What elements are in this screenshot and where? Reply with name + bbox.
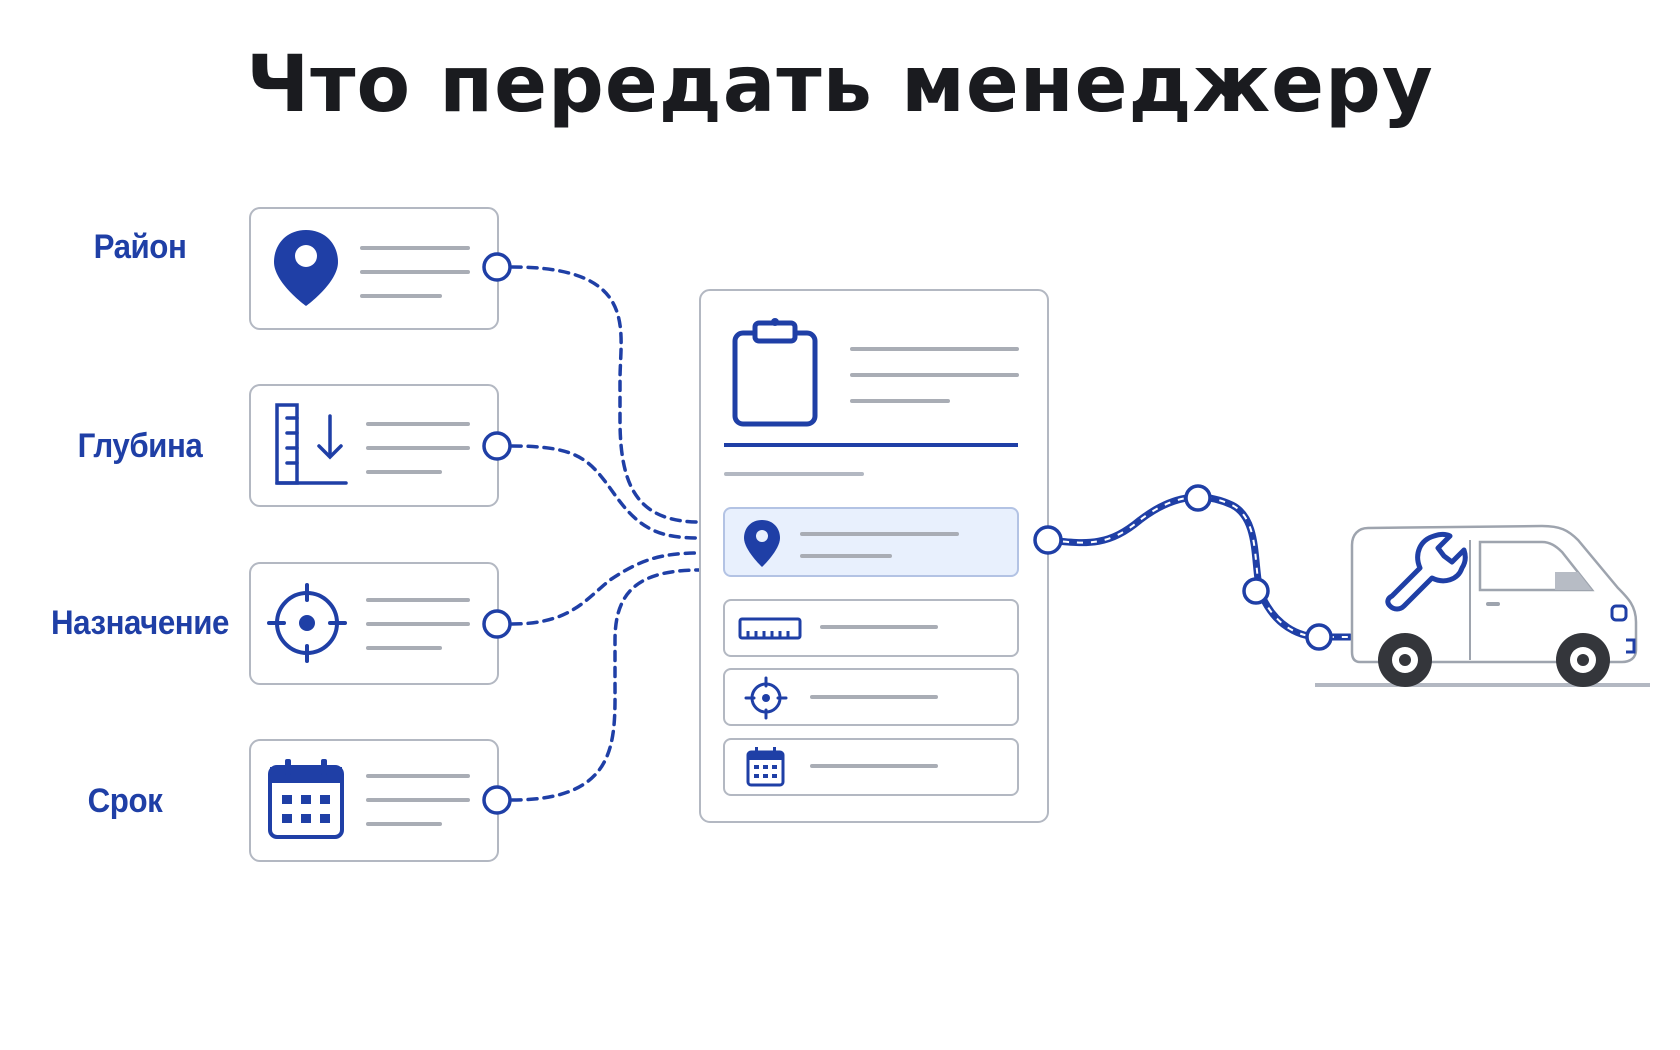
node-depth — [482, 431, 512, 461]
label-deadline: Срок — [87, 782, 163, 820]
crosshair-target-icon — [744, 676, 788, 720]
card-purpose — [249, 562, 499, 685]
route-waypoint — [1184, 484, 1212, 512]
van-front-wheel — [1556, 633, 1610, 687]
form-row-purpose — [723, 668, 1019, 726]
route-waypoint — [1305, 623, 1333, 651]
node-district — [482, 252, 512, 282]
card-depth — [249, 384, 499, 507]
label-purpose: Назначение — [51, 604, 229, 642]
van-window-shade — [1555, 572, 1592, 590]
form-row-depth — [723, 599, 1019, 657]
connector-depth — [510, 444, 702, 540]
ruler-depth-icon — [275, 403, 348, 485]
van-door-handle — [1486, 602, 1500, 606]
label-district: Район — [93, 228, 187, 266]
van-headlight — [1610, 604, 1628, 622]
map-pin-icon — [744, 520, 780, 567]
van-rear-wheel — [1378, 633, 1432, 687]
route-waypoint — [1242, 577, 1270, 605]
clipboard-icon — [732, 318, 818, 427]
card-district — [249, 207, 499, 330]
node-form-out — [1033, 525, 1063, 555]
calendar-icon — [746, 747, 785, 787]
node-deadline — [482, 785, 512, 815]
service-van-icon — [1315, 524, 1650, 687]
form-row-deadline — [723, 738, 1019, 796]
route-to-van — [1033, 484, 1354, 651]
label-depth: Глубина — [77, 427, 203, 465]
center-form — [699, 289, 1049, 823]
form-row-district — [723, 507, 1019, 577]
calendar-icon — [268, 759, 344, 839]
connector-nodes — [482, 252, 512, 815]
ruler-icon — [738, 617, 802, 640]
connector-district — [510, 265, 702, 524]
node-purpose — [482, 609, 512, 639]
crosshair-target-icon — [267, 583, 347, 663]
connector-deadline — [510, 568, 702, 802]
card-deadline — [249, 739, 499, 862]
van-bumper — [1626, 638, 1636, 654]
page-title: Что передать менеджеру — [246, 40, 1434, 130]
connector-lines — [510, 265, 702, 802]
map-pin-icon — [274, 230, 338, 306]
connector-purpose — [510, 551, 702, 626]
wrench-icon — [1385, 532, 1468, 612]
